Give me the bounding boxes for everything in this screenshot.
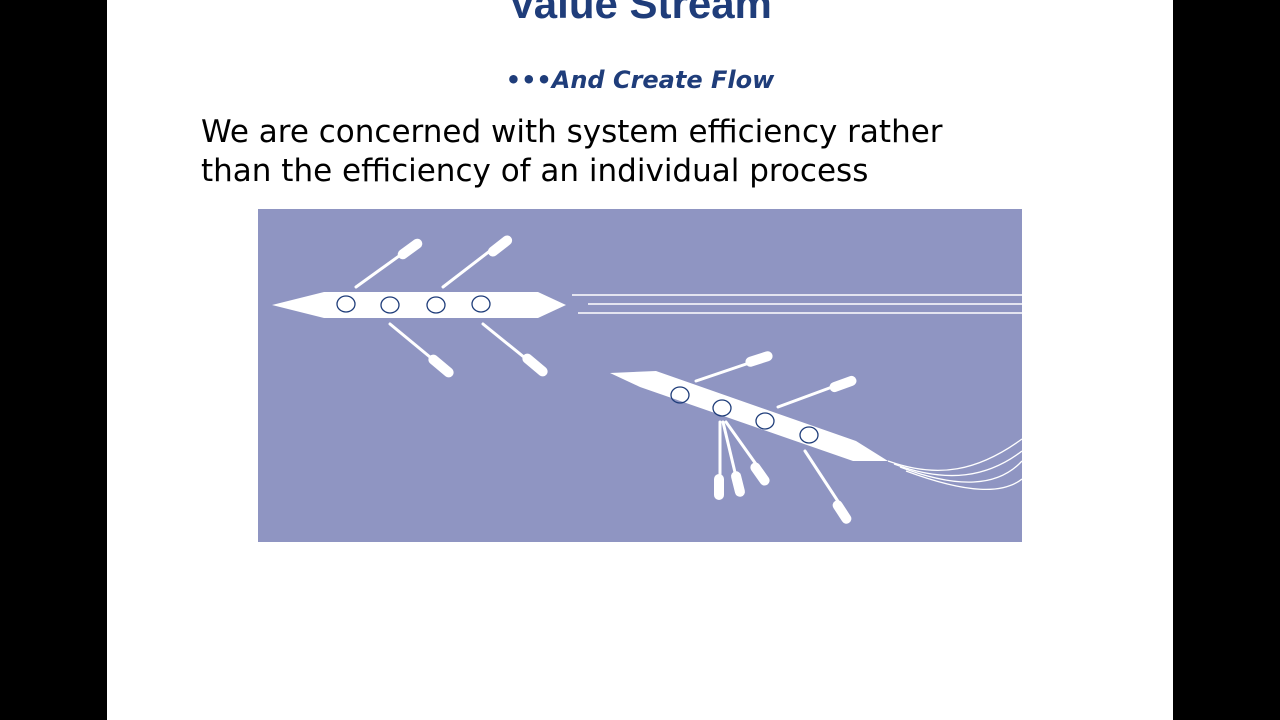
- hull-turning: [610, 371, 888, 461]
- boat-straight: [272, 235, 1022, 378]
- rowing-boats-illustration: [258, 209, 1022, 542]
- hull-straight: [272, 292, 566, 318]
- wake-lines-turning: [887, 438, 1022, 491]
- boat-turning: [610, 351, 1022, 524]
- wake-lines-straight: [572, 294, 1022, 314]
- rowers-straight: [336, 295, 491, 314]
- slide-subtitle: •••And Create Flow: [505, 66, 775, 94]
- oar-blades-turning: [714, 351, 857, 524]
- body-line-1: We are concerned with system efficiency …: [201, 114, 943, 150]
- slide-title: Value Stream: [508, 0, 772, 27]
- oar-blades-straight: [397, 235, 548, 378]
- slide: Value Stream •••And Create Flow We are c…: [107, 0, 1173, 720]
- body-text: We are concerned with system efficiency …: [201, 113, 1101, 191]
- rowers-turning: [670, 386, 819, 444]
- body-line-2: than the efficiency of an individual pro…: [201, 153, 869, 189]
- oars-straight: [354, 245, 532, 364]
